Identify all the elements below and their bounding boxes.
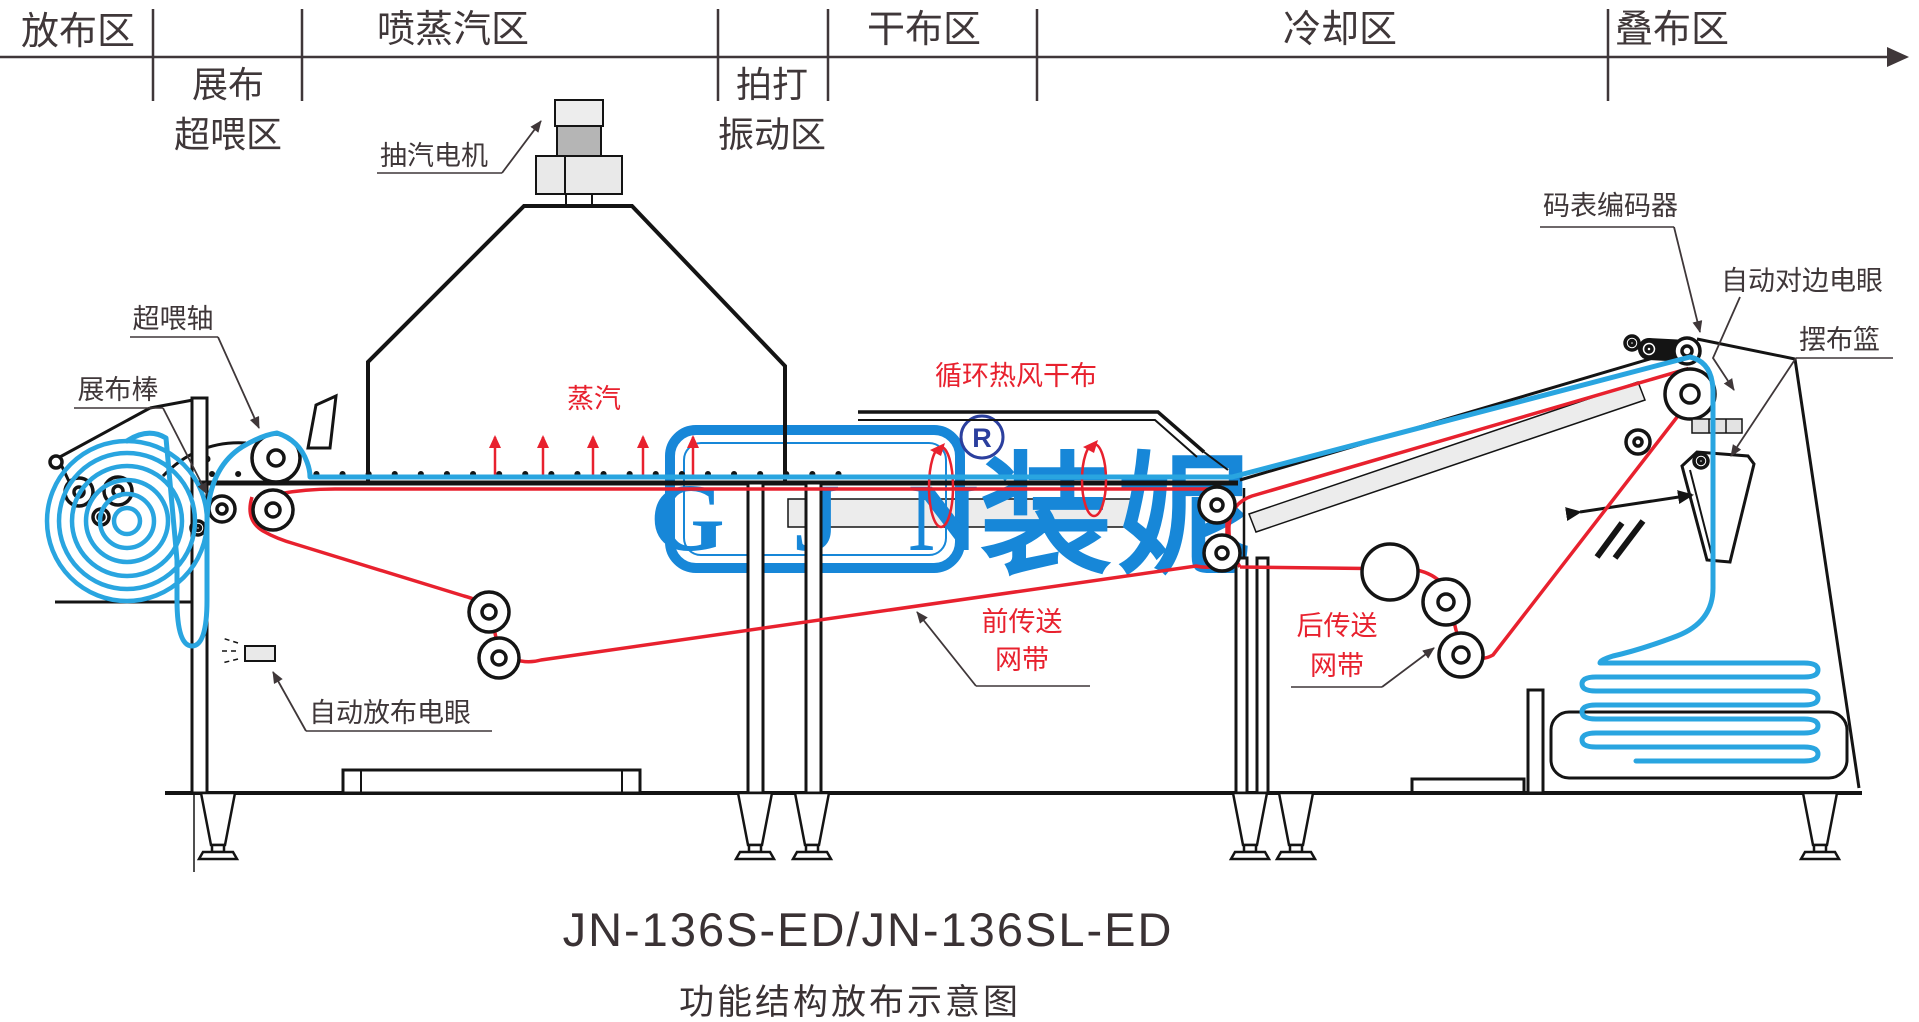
label-rear-belt-1: 后传送 (1297, 611, 1378, 641)
leg (733, 791, 777, 861)
leg (196, 791, 240, 861)
steam-arrows (489, 435, 699, 479)
steam-hood (366, 204, 787, 483)
process-labels: 蒸汽 循环热风干布 前传送 网带 后传送 网带 (567, 361, 1435, 688)
zone-dividers (151, 9, 1610, 101)
label-rear-belt-2: 网带 (1310, 651, 1364, 681)
exhaust-motor-top-block (554, 99, 604, 127)
zone-label-zhanbu-1: 展布 (192, 64, 264, 105)
zone-band: 放布区 喷蒸汽区 干布区 冷却区 叠布区 展布 超喂区 拍打 振动区 (0, 9, 1909, 155)
label-auto-edge-eye: 自动对边电眼 (1721, 266, 1883, 296)
swing-chute (1680, 450, 1756, 564)
edge-eye-sensor (1691, 418, 1743, 434)
auto-feed-eye-sensor (244, 645, 276, 662)
label-steam: 蒸汽 (567, 384, 621, 414)
zone-label-paida-2: 振动区 (718, 114, 826, 155)
label-overfeed-shaft: 超喂轴 (133, 304, 214, 334)
exhaust-motor-mid-block (556, 125, 602, 158)
label-exhaust-motor: 抽汽电机 (380, 141, 488, 171)
label-hot-air: 循环热风干布 (935, 361, 1097, 391)
caption-title: 功能结构放布示意图 (679, 983, 1021, 1022)
registered-mark-icon (959, 414, 1005, 460)
floor-platform (341, 768, 642, 795)
zone-axis-arrow-icon (1887, 47, 1909, 67)
exhaust-motor-base-block (535, 155, 623, 195)
zone-label-fangbuqu: 放布区 (21, 11, 135, 53)
leg (1274, 791, 1318, 861)
model-title: JN-136S-ED/JN-136SL-ED (563, 903, 1174, 956)
registered-letter: R (972, 423, 992, 453)
zone-label-diebuqu: 叠布区 (1615, 9, 1729, 51)
label-auto-feed-eye: 自动放布电眼 (309, 698, 471, 728)
zone-label-penzhengqiqu: 喷蒸汽区 (377, 9, 529, 51)
leg (1798, 791, 1842, 861)
fold-basket (1549, 710, 1849, 780)
zone-label-ganbuqu: 干布区 (867, 9, 981, 51)
zone-label-zhanbu-2: 超喂区 (174, 114, 282, 155)
label-swing-basket: 摆布篮 (1799, 325, 1880, 355)
label-front-belt-2: 网带 (995, 645, 1049, 675)
leg (1228, 791, 1272, 861)
label-spreader-bar: 展布棒 (78, 375, 159, 405)
leg (790, 791, 834, 861)
callout-labels: 抽汽电机 超喂轴 展布棒 自动放布电眼 码表编码器 自动对边电眼 摆布篮 (74, 120, 1893, 732)
fabric-roll-spiral (44, 438, 210, 604)
zone-label-lengquequ: 冷却区 (1283, 9, 1397, 51)
footer-titles: JN-136S-ED/JN-136SL-ED 功能结构放布示意图 (563, 903, 1174, 1022)
sensors (220, 418, 1743, 664)
zone-label-paida-1: 拍打 (736, 64, 808, 105)
label-meter-encoder: 码表编码器 (1543, 191, 1678, 221)
machine-legs (196, 791, 1842, 861)
oscillation-arrow-icon (1565, 490, 1694, 522)
fabric-path (44, 354, 1821, 764)
drying-hood (858, 410, 1206, 454)
fabric-run (124, 354, 1821, 764)
sensor-rays-icon (220, 637, 239, 664)
label-front-belt-1: 前传送 (982, 607, 1063, 637)
